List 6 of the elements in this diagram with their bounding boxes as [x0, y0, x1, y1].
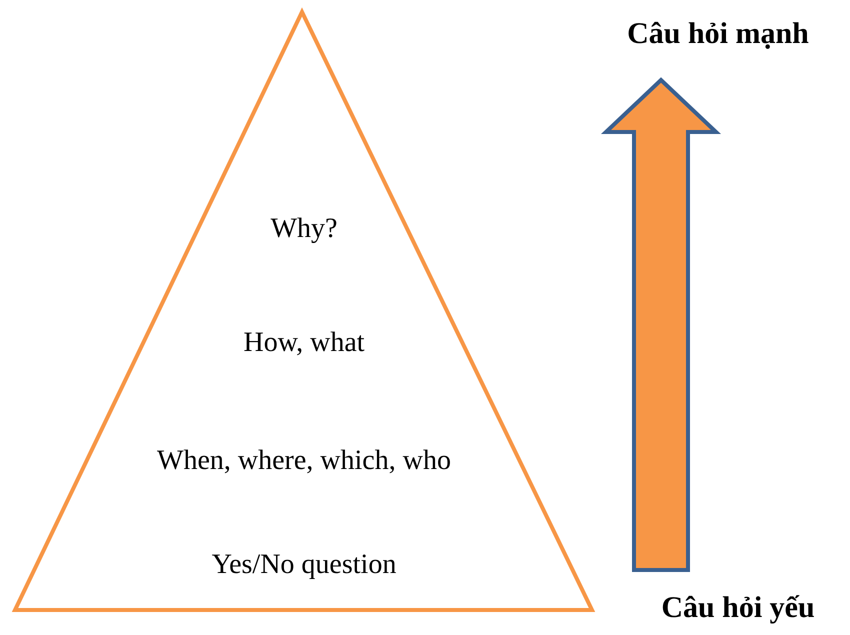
- level-label: How, what: [242, 326, 366, 360]
- level-label: Why?: [270, 212, 338, 246]
- level-label: When, where, which, who: [156, 444, 452, 478]
- scale-label: Câu hỏi mạnh: [627, 16, 809, 52]
- level-label: Yes/No question: [210, 548, 398, 582]
- scale-label: Câu hỏi yếu: [661, 590, 815, 626]
